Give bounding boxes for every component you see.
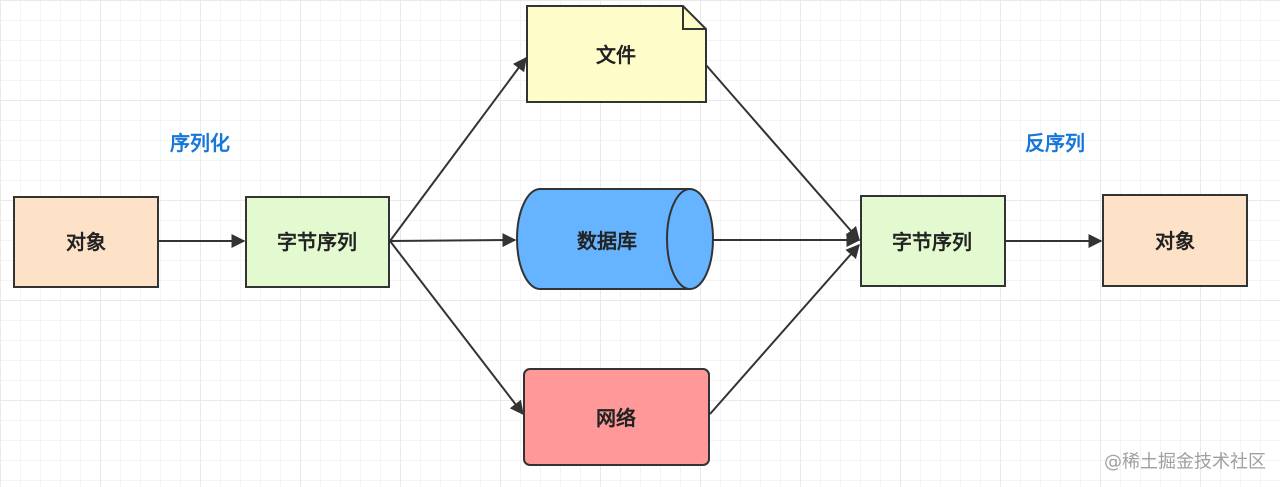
node-bytes-left-label: 字节序列 [277,230,357,254]
node-object-left-label: 对象 [66,230,106,254]
node-object-right: 对象 [1102,194,1248,287]
node-bytes-right: 字节序列 [860,195,1006,287]
arrow-bytes-to-database [389,233,517,248]
node-file-label: 文件 [596,43,636,67]
node-bytes-right-label: 字节序列 [892,230,972,254]
node-database-label: 数据库 [577,229,637,253]
node-network-label: 网络 [596,406,636,430]
watermark: @稀土掘金技术社区 [1104,452,1266,473]
connectors [158,56,1103,416]
node-database: 数据库 [516,188,714,290]
node-object-left: 对象 [13,196,159,288]
arrow-bytes-to-network [389,240,524,416]
arrow-network-to-bytes [709,243,860,415]
node-object-right-label: 对象 [1155,229,1195,253]
arrow-bytes-to-file [389,56,527,242]
serialize-label: 序列化 [170,131,230,155]
node-network: 网络 [523,368,710,466]
arrow-file-to-bytes [705,64,860,242]
node-bytes-left: 字节序列 [245,196,390,288]
deserialize-label: 反序列 [1025,131,1085,155]
node-file: 文件 [526,5,707,103]
